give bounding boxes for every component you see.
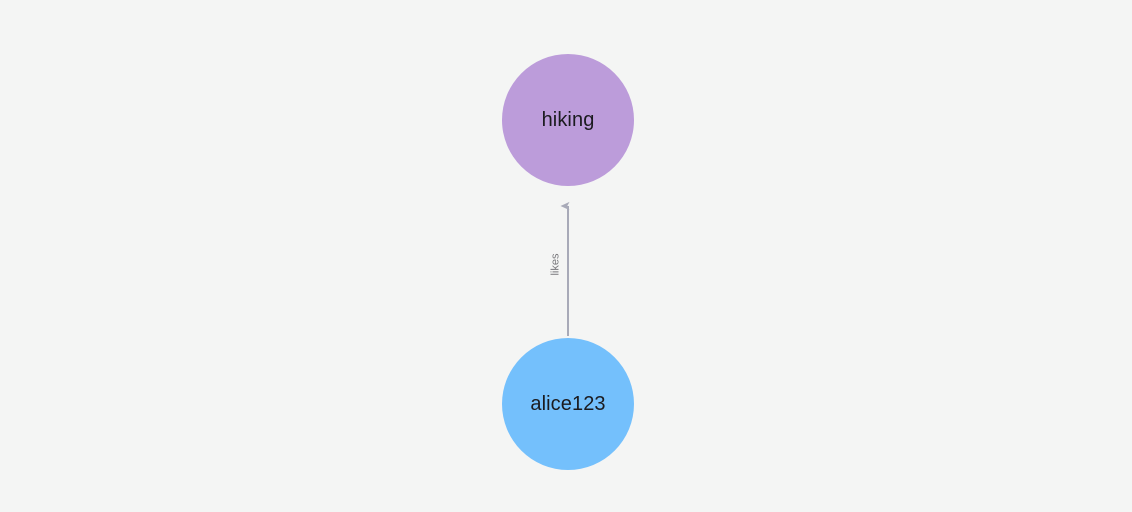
edge-label-likes: likes bbox=[549, 253, 562, 276]
graph-node-alice123[interactable]: alice123 bbox=[502, 338, 634, 470]
graph-node-hiking-label: hiking bbox=[541, 109, 595, 131]
graph-node-alice123-label: alice123 bbox=[530, 393, 606, 415]
graph-node-hiking[interactable]: hiking bbox=[502, 54, 634, 186]
